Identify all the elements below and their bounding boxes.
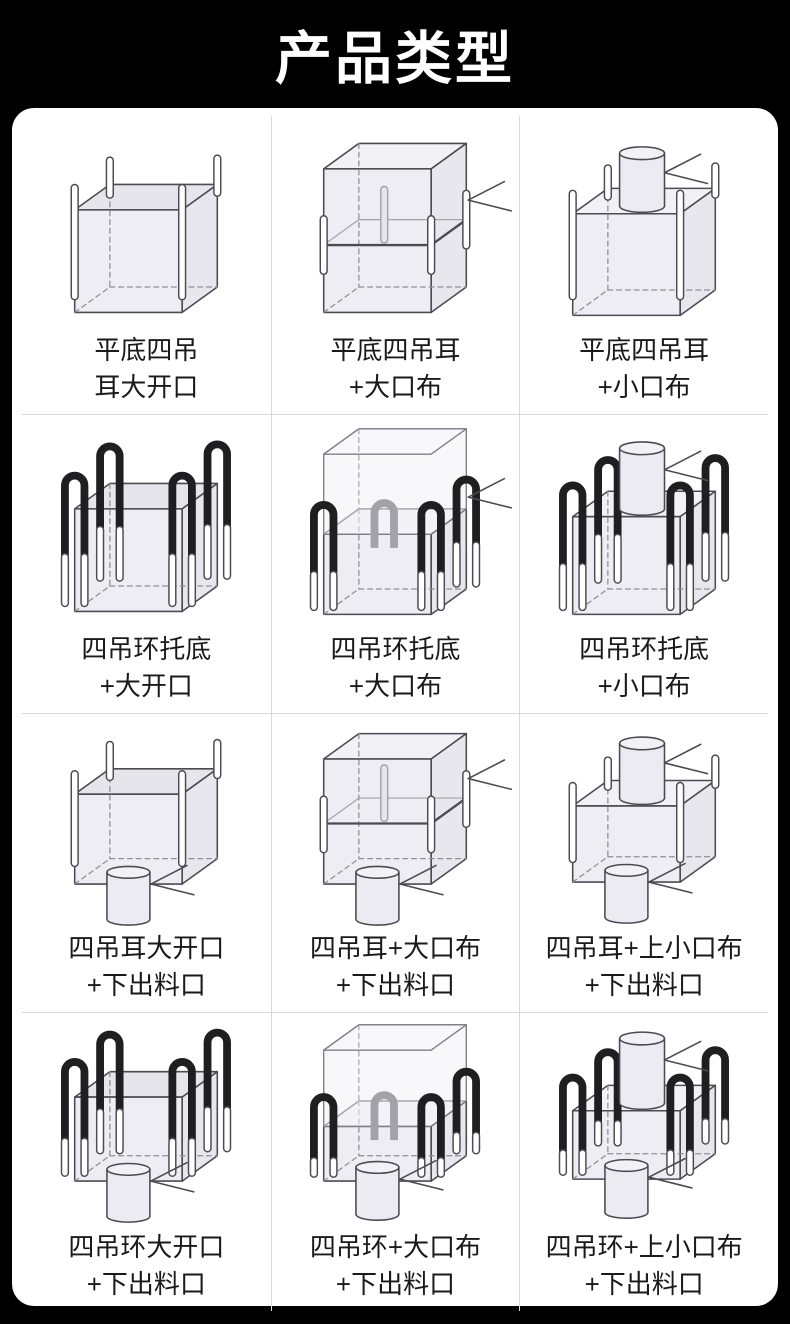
- bag-illustration: [320, 142, 513, 314]
- bag-illustration: [70, 738, 222, 926]
- product-cell: 四吊环大开口 +下出料口: [22, 1012, 271, 1311]
- product-cell: 平底四吊耳 +大口布: [270, 116, 520, 414]
- product-label-line1: 四吊环托底: [81, 634, 212, 664]
- product-label-line2: +小口布: [597, 372, 691, 402]
- product-label-line2: +下出料口: [584, 970, 704, 1000]
- product-label-line2: +大口布: [348, 671, 443, 701]
- product-label: 四吊环托底 +大口布: [330, 631, 460, 705]
- product-label-line2: +下出料口: [584, 1269, 704, 1299]
- product-label: 四吊环+上小口布 +下出料口: [546, 1229, 743, 1303]
- product-label-line2: +大口布: [348, 372, 443, 402]
- product-label: 平底四吊 耳大开口: [94, 332, 198, 406]
- product-label-line1: 平底四吊耳: [330, 335, 461, 365]
- product-type-card: 平底四吊 耳大开口 平底四吊耳 +大口布 平底四吊耳 +小口布 四吊环托底 +大…: [12, 108, 778, 1311]
- page-header: 产品类型: [0, 0, 790, 108]
- product-label-line2: +小口布: [597, 671, 691, 701]
- product-label-line1: 四吊环+上小口布: [545, 1232, 743, 1262]
- product-label-line1: 四吊环托底: [579, 634, 710, 664]
- bag-illustration: [558, 441, 730, 616]
- product-label: 四吊环托底 +大开口: [81, 631, 211, 705]
- product-cell: 四吊环托底 +小口布: [519, 414, 768, 713]
- bag-illustration: [310, 428, 513, 616]
- product-label-line2: +下出料口: [86, 970, 206, 1000]
- bag-illustration: [61, 1028, 232, 1223]
- product-label: 四吊耳大开口 +下出料口: [68, 930, 224, 1004]
- product-label-line1: 四吊耳+上小口布: [545, 933, 743, 963]
- product-grid: 平底四吊 耳大开口 平底四吊耳 +大口布 平底四吊耳 +小口布 四吊环托底 +大…: [22, 116, 768, 1311]
- product-label-line1: 四吊耳大开口: [68, 933, 225, 963]
- product-label: 平底四吊耳 +大口布: [330, 332, 460, 406]
- bag-illustration: [558, 1031, 730, 1219]
- product-cell: 四吊环托底 +大开口: [22, 414, 271, 713]
- product-label: 四吊环大开口 +下出料口: [68, 1229, 224, 1303]
- bag-illustration: [568, 736, 720, 924]
- product-cell: 四吊耳+大口布 +下出料口: [270, 713, 520, 1012]
- product-cell: 平底四吊 耳大开口: [22, 116, 271, 414]
- product-label: 四吊耳+大口布 +下出料口: [310, 930, 481, 1004]
- product-label-line1: 平底四吊耳: [579, 335, 710, 365]
- bag-illustration: [568, 146, 720, 317]
- product-cell: 四吊环+上小口布 +下出料口: [519, 1012, 768, 1311]
- product-label-line2: +下出料口: [86, 1269, 206, 1299]
- product-label-line2: +下出料口: [335, 970, 456, 1000]
- product-label: 四吊耳+上小口布 +下出料口: [546, 930, 743, 1004]
- product-label-line1: 四吊耳+大口布: [309, 933, 482, 963]
- product-label-line2: 耳大开口: [94, 372, 199, 402]
- product-cell: 四吊耳+上小口布 +下出料口: [519, 713, 768, 1012]
- product-label-line2: +大开口: [99, 671, 193, 701]
- product-label-line1: 四吊环大开口: [68, 1232, 225, 1262]
- product-label-line1: 四吊环托底: [330, 634, 461, 664]
- product-label-line2: +下出料口: [335, 1269, 456, 1299]
- product-cell: 四吊环+大口布 +下出料口: [270, 1012, 520, 1311]
- bag-illustration: [61, 440, 232, 613]
- product-label-line1: 平底四吊: [94, 335, 199, 365]
- product-label: 四吊环+大口布 +下出料口: [310, 1229, 481, 1303]
- product-cell: 四吊耳大开口 +下出料口: [22, 713, 271, 1012]
- bag-illustration: [310, 1024, 481, 1221]
- product-cell: 平底四吊耳 +小口布: [519, 116, 768, 414]
- page-title: 产品类型: [275, 27, 515, 91]
- product-label-line1: 四吊环+大口布: [309, 1232, 482, 1262]
- product-cell: 四吊环托底 +大口布: [270, 414, 520, 713]
- product-label: 平底四吊耳 +小口布: [579, 332, 709, 406]
- bag-illustration: [320, 732, 513, 926]
- product-label: 四吊环托底 +小口布: [579, 631, 709, 705]
- bag-illustration: [70, 154, 222, 314]
